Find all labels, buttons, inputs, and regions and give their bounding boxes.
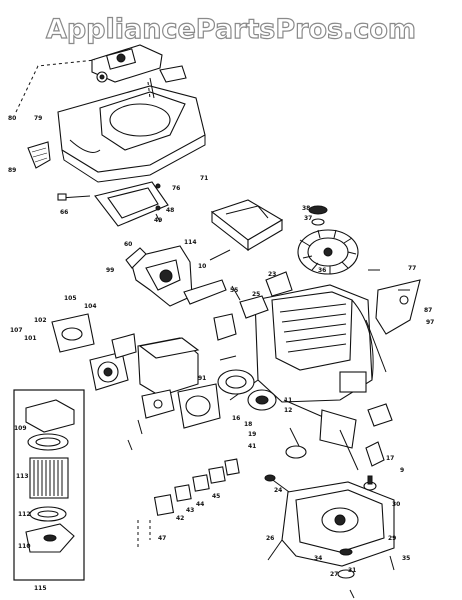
part-number-label: 30 — [392, 501, 400, 508]
engine-base — [267, 481, 395, 579]
air-cleaner-body — [137, 337, 200, 397]
bracket-87 — [375, 279, 421, 335]
part-number-label: 45 — [212, 493, 220, 500]
part-number-label: 107 — [10, 327, 23, 334]
part-number-label: 115 — [34, 585, 47, 592]
part-number-label: 36 — [318, 267, 326, 274]
part-number-label: 44 — [196, 501, 204, 508]
valve-parts — [137, 458, 240, 550]
part-number-label: 41 — [248, 443, 256, 450]
part-number-label: 77 — [408, 265, 416, 272]
part-number-label: 113 — [16, 473, 29, 480]
part-number-label: 42 — [176, 515, 184, 522]
part-number-label: 87 — [424, 307, 432, 314]
part-number-label: 34 — [314, 555, 322, 562]
part-number-label: 49 — [154, 217, 162, 224]
part-number-label: 89 — [8, 167, 16, 174]
part-number-label: 102 — [34, 317, 47, 324]
part-number-label: 101 — [24, 335, 37, 342]
part-number-label: 55 — [230, 287, 238, 294]
part-number-label: 17 — [386, 455, 394, 462]
part-number-label: 91 — [198, 375, 206, 382]
part-number-label: 18 — [244, 421, 252, 428]
ignition-coil — [125, 245, 193, 307]
part-number-label: 25 — [252, 291, 260, 298]
part-number-label: 48 — [166, 207, 174, 214]
part-number-label: 97 — [426, 319, 434, 326]
governor-link — [183, 279, 227, 305]
part-number-label: 27 — [330, 571, 338, 578]
screws — [127, 77, 410, 599]
part-number-label: 24 — [274, 487, 282, 494]
engine-block — [213, 271, 387, 403]
part-number-label: 35 — [402, 555, 410, 562]
part-number-label: 38 — [302, 205, 310, 212]
part-number-label: 11 — [284, 397, 292, 404]
part-number-label: 104 — [84, 303, 97, 310]
muffler — [177, 369, 277, 429]
air-filter-detail-box — [13, 389, 85, 581]
part-number-label: 16 — [232, 415, 240, 422]
carburetor — [51, 313, 137, 391]
part-number-label: 9 — [400, 467, 404, 474]
part-number-label: 109 — [14, 425, 27, 432]
flywheel — [297, 205, 359, 275]
part-number-label: 114 — [184, 239, 197, 246]
watermark: AppliancePartsPros.com — [45, 13, 417, 45]
rewind-starter — [91, 44, 187, 83]
part-number-label: 66 — [60, 209, 68, 216]
part-number-label: 12 — [284, 407, 292, 414]
part-number-label: 26 — [266, 535, 274, 542]
blower-housing — [57, 85, 206, 183]
part-number-label: 71 — [200, 175, 208, 182]
part-number-label: 37 — [304, 215, 312, 222]
part-number-label: 110 — [18, 543, 31, 550]
part-number-label: 80 — [8, 115, 16, 122]
part-number-label: 10 — [198, 263, 206, 270]
part-number-label: 79 — [34, 115, 42, 122]
part-number-label: 99 — [106, 267, 114, 274]
part-number-label: 47 — [158, 535, 166, 542]
part-number-label: 105 — [64, 295, 77, 302]
crankshaft — [264, 399, 359, 501]
part-number-label: 19 — [248, 431, 256, 438]
part-number-label: 31 — [348, 567, 356, 574]
part-number-label: 112 — [18, 511, 31, 518]
part-number-label: 76 — [172, 185, 180, 192]
part-number-label: 23 — [268, 271, 276, 278]
part-number-label: 29 — [388, 535, 396, 542]
filter-cartridge-114 — [210, 199, 284, 252]
part-number-label: 43 — [186, 507, 194, 514]
part-number-label: 60 — [124, 241, 132, 248]
